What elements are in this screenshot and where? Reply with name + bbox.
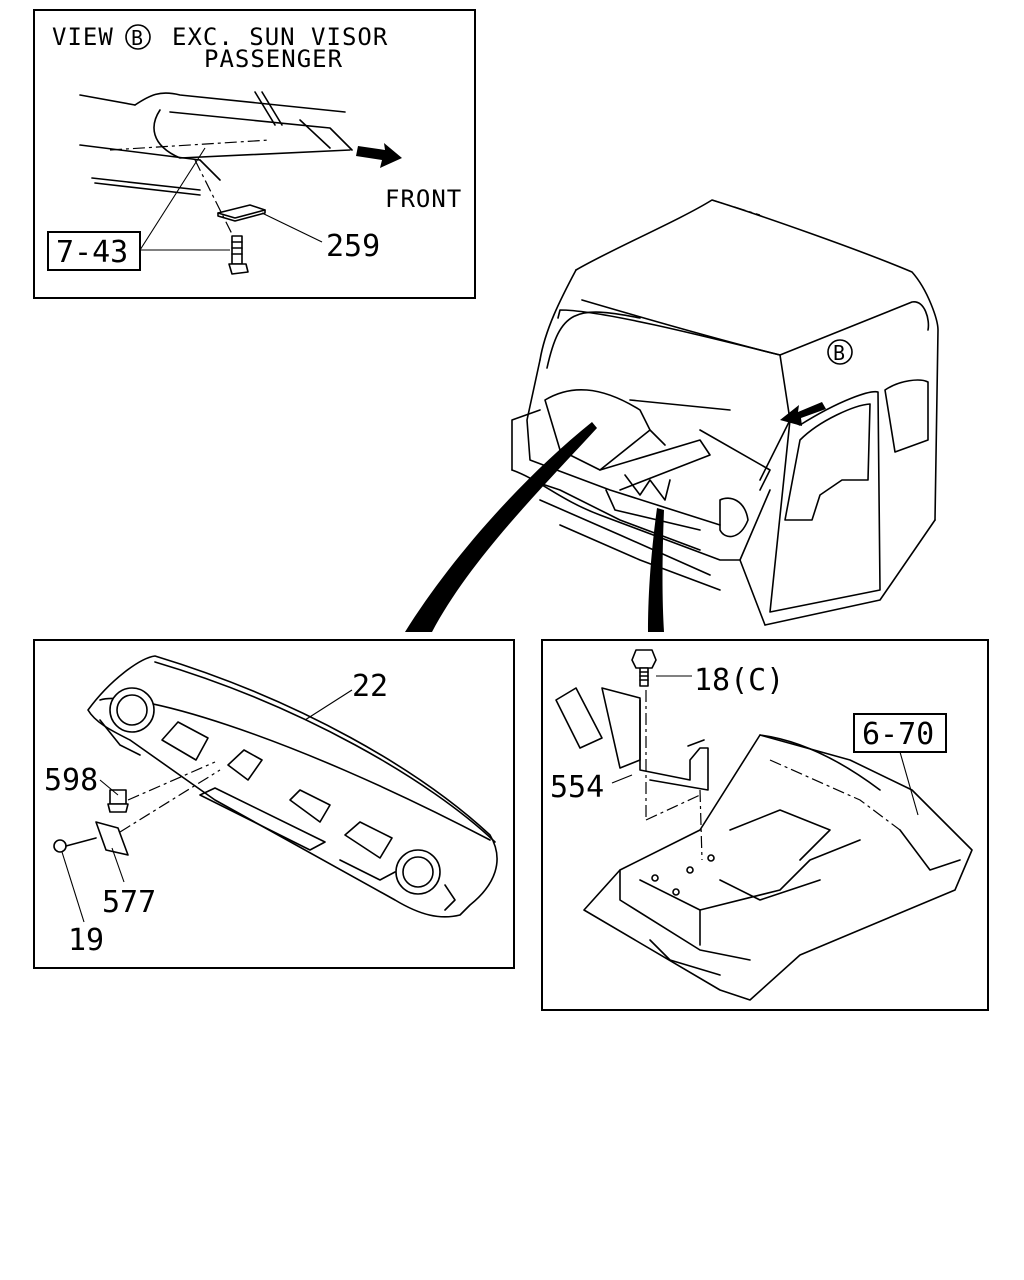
view-b-detail-panel: VIEW B EXC. SUN VISOR PASSENGER FRON [33, 9, 476, 299]
part-number-598: 598 [44, 763, 98, 798]
screw-19-icon [53, 837, 97, 853]
view-label: VIEW [52, 23, 114, 51]
bracket-554 [555, 687, 709, 791]
svg-text:B: B [131, 26, 143, 50]
part-number-259: 259 [326, 229, 380, 264]
sun-visor-pad-259 [217, 204, 266, 222]
view-title-line1: EXC. SUN VISOR [172, 23, 388, 51]
view-b-marker: B [125, 24, 151, 50]
front-arrow-icon [356, 143, 402, 168]
part-number-554: 554 [550, 770, 604, 805]
part-number-577: 577 [102, 885, 156, 920]
view-b-marker-cab: B [827, 339, 853, 365]
bracket-577 [95, 821, 129, 856]
view-title-line2: PASSENGER [204, 45, 343, 73]
instrument-panel-detail: 22 598 577 19 [33, 639, 515, 969]
ref-box-6-70: 6-70 [862, 717, 934, 752]
ref-box-7-43: 7-43 [56, 235, 128, 270]
cab-overview: B [405, 199, 939, 632]
part-number-19: 19 [68, 923, 104, 958]
leader-to-floor-panel [648, 508, 664, 632]
ceiling-linework [79, 91, 353, 251]
screw-icon [228, 235, 249, 275]
view-b-arrow-icon [780, 402, 826, 426]
floor-pan [583, 734, 973, 1001]
clip-598 [107, 789, 129, 813]
front-label: FRONT [385, 185, 462, 213]
leader-to-instrument-panel [405, 422, 597, 632]
part-number-22: 22 [352, 669, 388, 704]
part-number-18c: 18(C) [694, 663, 784, 698]
svg-text:B: B [833, 341, 845, 365]
bolt-18c-icon [631, 649, 657, 687]
floor-panel-detail: 18(C) 554 [541, 639, 989, 1011]
instrument-panel-22 [87, 655, 498, 918]
